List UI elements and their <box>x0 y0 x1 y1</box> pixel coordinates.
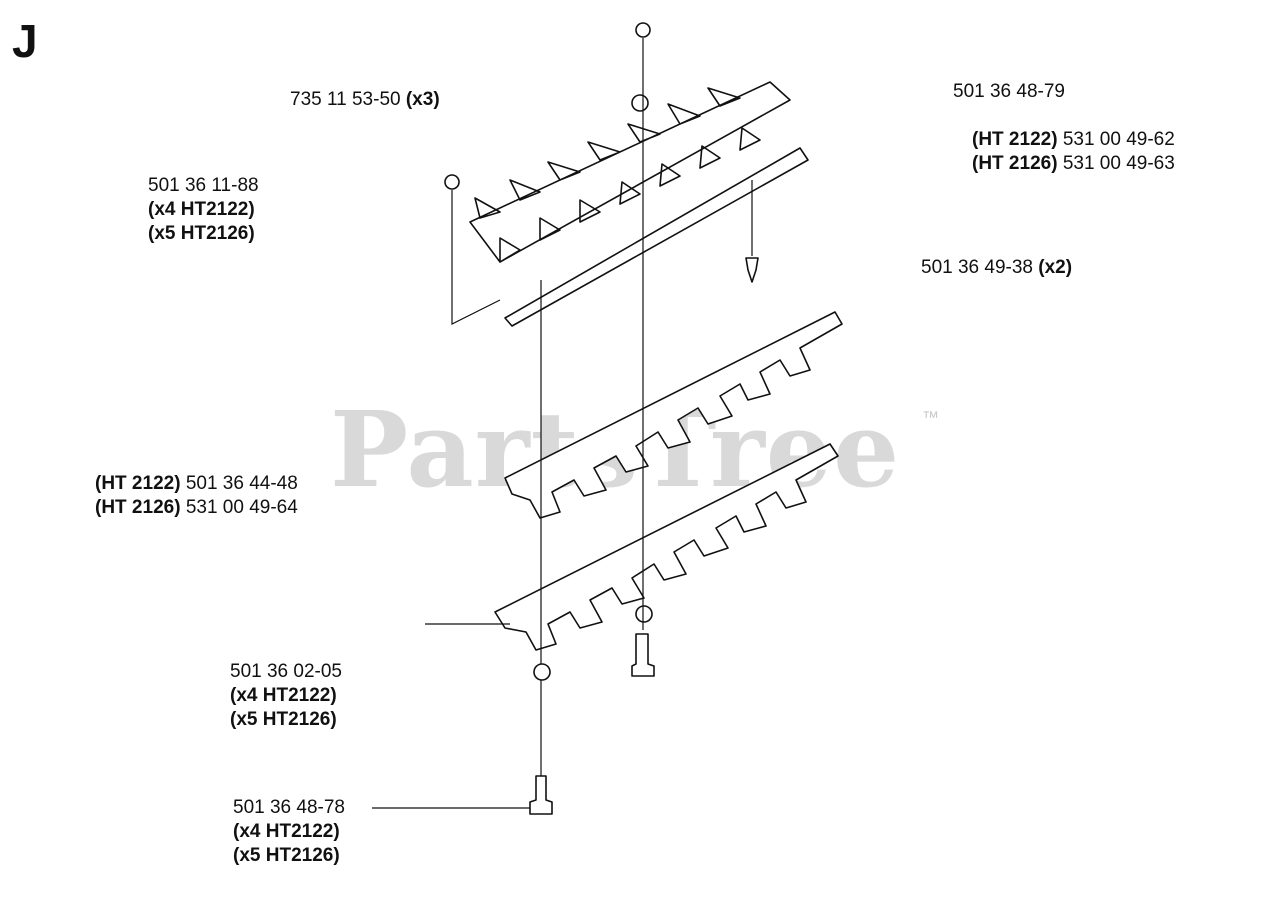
nut-lower <box>533 663 551 681</box>
washer-mid <box>635 605 653 623</box>
section-letter: J <box>12 15 38 67</box>
part-label-501-36-49-38: 501 36 49-38 (x2) <box>921 256 1072 280</box>
lower-cutting-blade <box>494 443 839 651</box>
quantity-ht2126: (x5 HT2126) <box>148 223 255 244</box>
part-label-531-00-49-63: (HT 2126) 531 00 49-63 <box>972 152 1175 176</box>
upper-cutting-blade <box>504 311 843 519</box>
part-label-501-36-02-05: 501 36 02-05 (x4 HT2122) (x5 HT2126) <box>230 660 342 732</box>
part-number: 735 11 53-50 <box>290 89 401 110</box>
part-number: 501 36 48-79 <box>953 81 1065 102</box>
part-number: 501 36 44-48 <box>185 473 298 494</box>
part-number: 531 00 49-64 <box>185 497 298 518</box>
rivet-screw <box>745 257 759 283</box>
model-tag: (HT 2122) <box>972 129 1058 150</box>
quantity-ht2122: (x4 HT2122) <box>230 685 337 706</box>
bolt-lower <box>529 775 553 815</box>
washer-top <box>631 94 649 112</box>
leader-nut-left <box>451 190 501 325</box>
part-number: 501 36 49-38 <box>921 257 1033 278</box>
nut-left <box>444 174 460 190</box>
part-label-531-00-49-64: (HT 2126) 531 00 49-64 <box>95 496 298 520</box>
part-number: 531 00 49-62 <box>1062 129 1175 150</box>
model-tag: (HT 2126) <box>95 497 181 518</box>
part-label-735-11-53-50: 735 11 53-50 (x3) <box>290 88 440 112</box>
quantity-ht2126: (x5 HT2126) <box>230 709 337 730</box>
model-tag: (HT 2122) <box>95 473 181 494</box>
part-label-501-36-48-79: 501 36 48-79 <box>953 80 1065 104</box>
part-quantity: (x2) <box>1038 257 1073 278</box>
upper-guard-blade <box>469 81 791 263</box>
quantity-ht2122: (x4 HT2122) <box>233 821 340 842</box>
part-quantity: (x3) <box>405 89 440 110</box>
part-label-531-00-49-62: (HT 2122) 531 00 49-62 <box>972 128 1175 152</box>
part-number: 531 00 49-63 <box>1062 153 1175 174</box>
quantity-ht2126: (x5 HT2126) <box>233 845 340 866</box>
bolt-right <box>631 633 655 677</box>
model-tag: (HT 2126) <box>972 153 1058 174</box>
part-number: 501 36 48-78 <box>233 797 345 818</box>
part-label-501-36-44-48: (HT 2122) 501 36 44-48 <box>95 472 298 496</box>
trademark-mark: ™ <box>922 408 939 427</box>
quantity-ht2122: (x4 HT2122) <box>148 199 255 220</box>
part-label-501-36-48-78: 501 36 48-78 (x4 HT2122) (x5 HT2126) <box>233 796 345 868</box>
part-number: 501 36 02-05 <box>230 661 342 682</box>
nut-top <box>635 22 651 38</box>
part-number: 501 36 11-88 <box>148 175 259 196</box>
support-bar <box>504 147 809 327</box>
part-label-501-36-11-88: 501 36 11-88 (x4 HT2122) (x5 HT2126) <box>148 174 259 246</box>
